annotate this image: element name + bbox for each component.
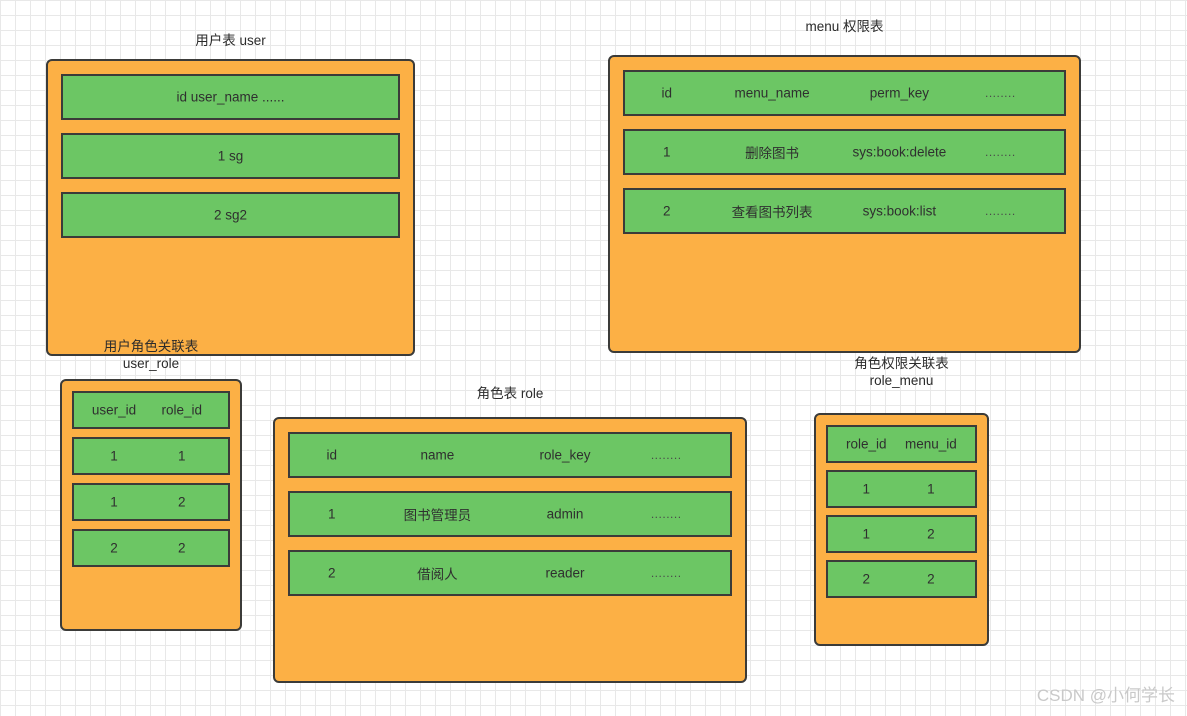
table-row[interactable]: 1 1: [826, 470, 977, 508]
cell-menu-header-id: id: [661, 85, 672, 101]
cell-menu-header-name: menu_name: [734, 85, 810, 101]
table-row[interactable]: 1 1: [72, 437, 230, 475]
cell-menu-r1-name: 查看图书列表: [731, 205, 813, 220]
cell-role-r0-key: admin: [546, 506, 584, 522]
table-row[interactable]: 2 sg2: [61, 192, 400, 238]
cell-role-r1-id: 2: [328, 565, 336, 581]
entity-user-role-caption-line2: user_role: [122, 356, 180, 371]
cell-user-role-header-user-id: user_id: [91, 402, 137, 418]
cell-user-role-r2-role-id: 2: [178, 540, 186, 556]
cell-menu-header-more: ........: [985, 86, 1016, 100]
cell-menu-r0-key: sys:book:delete: [852, 144, 947, 160]
cell-role-menu-r0-menu-id: 1: [927, 481, 935, 497]
table-row[interactable]: 1 图书管理员 admin ........: [288, 491, 732, 537]
cell-role-menu-r2-role-id: 2: [862, 571, 870, 587]
cell-menu-r1-key: sys:book:list: [862, 203, 937, 219]
entity-user-role-caption-line1: 用户角色关联表: [103, 339, 199, 354]
cell-role-header-more: ........: [650, 448, 682, 462]
cell-user-role-r0-role-id: 1: [178, 448, 186, 464]
table-row-menu-header[interactable]: id menu_name perm_key ........: [623, 70, 1066, 116]
table-row-role-menu-header[interactable]: role_id menu_id: [826, 425, 977, 463]
entity-user-role-box[interactable]: user_id role_id 1 1 1 2 2 2: [60, 379, 242, 631]
cell-menu-r0-name: 删除图书: [745, 146, 800, 161]
cell-user-row1: 1 sg: [217, 148, 244, 164]
cell-role-menu-r2-menu-id: 2: [927, 571, 935, 587]
cell-role-r0-id: 1: [328, 506, 336, 522]
cell-role-r0-name: 图书管理员: [403, 508, 472, 523]
csdn-watermark: CSDN @小何学长: [1036, 686, 1175, 705]
cell-role-menu-r0-role-id: 1: [862, 481, 870, 497]
cell-role-header-id: id: [326, 447, 338, 463]
cell-role-r0-more: ........: [650, 507, 682, 521]
entity-role-menu-caption: 角色权限关联表 role_menu: [854, 355, 949, 389]
cell-role-menu-header-role-id: role_id: [845, 436, 887, 452]
cell-user-role-r1-role-id: 2: [178, 494, 186, 510]
entity-menu-caption: menu 权限表: [805, 18, 883, 35]
cell-role-menu-r1-role-id: 1: [862, 526, 870, 542]
cell-user-role-r0-user-id: 1: [110, 448, 118, 464]
entity-role-box[interactable]: id name role_key ........ 1 图书管理员 admin …: [273, 417, 747, 683]
entity-role-menu-caption-line2: role_menu: [869, 373, 934, 388]
entity-role-caption: 角色表 role: [477, 385, 544, 402]
entity-role-menu-box[interactable]: role_id menu_id 1 1 1 2 2 2: [814, 413, 989, 646]
cell-role-header-key: role_key: [539, 447, 591, 463]
cell-user-role-r1-user-id: 1: [110, 494, 118, 510]
cell-user-role-header-role-id: role_id: [161, 402, 203, 418]
cell-role-menu-header-menu-id: menu_id: [904, 436, 957, 452]
entity-menu-box[interactable]: id menu_name perm_key ........ 1 删除图书 sy…: [608, 55, 1081, 353]
cell-role-r1-name: 借阅人: [417, 567, 458, 582]
entity-role-menu-caption-line1: 角色权限关联表: [854, 356, 949, 371]
cell-role-header-name: name: [420, 447, 455, 463]
table-row-role-header[interactable]: id name role_key ........: [288, 432, 732, 478]
table-row[interactable]: 2 2: [826, 560, 977, 598]
table-row-user-role-header[interactable]: user_id role_id: [72, 391, 230, 429]
table-row-user-header[interactable]: id user_name ......: [61, 74, 400, 120]
cell-menu-r1-id: 2: [662, 203, 671, 219]
table-row[interactable]: 2 借阅人 reader ........: [288, 550, 732, 596]
table-row[interactable]: 1 2: [826, 515, 977, 553]
table-row[interactable]: 2 2: [72, 529, 230, 567]
table-row[interactable]: 1 sg: [61, 133, 400, 179]
cell-role-r1-more: ........: [650, 566, 682, 580]
cell-menu-header-key: perm_key: [869, 85, 930, 101]
table-row[interactable]: 2 查看图书列表 sys:book:list ........: [623, 188, 1066, 234]
cell-role-r1-key: reader: [545, 565, 585, 581]
entity-user-box[interactable]: id user_name ...... 1 sg 2 sg2: [46, 59, 415, 356]
cell-menu-r1-more: ........: [985, 204, 1016, 218]
entity-user-caption-line1: 用户表 user: [195, 33, 266, 48]
entity-user-role-caption: 用户角色关联表 user_role: [104, 338, 199, 372]
cell-menu-r0-more: ........: [985, 145, 1016, 159]
entity-role-caption-line1: 角色表 role: [476, 386, 544, 401]
table-row[interactable]: 1 2: [72, 483, 230, 521]
cell-role-menu-r1-menu-id: 2: [927, 526, 935, 542]
entity-user-caption: 用户表 user: [195, 32, 266, 49]
cell-user-role-r2-user-id: 2: [110, 540, 118, 556]
table-row[interactable]: 1 删除图书 sys:book:delete ........: [623, 129, 1066, 175]
cell-menu-r0-id: 1: [662, 144, 671, 160]
cell-user-row2: 2 sg2: [213, 207, 248, 223]
entity-menu-caption-line1: menu 权限表: [805, 19, 884, 34]
cell-user-header: id user_name ......: [176, 89, 285, 105]
